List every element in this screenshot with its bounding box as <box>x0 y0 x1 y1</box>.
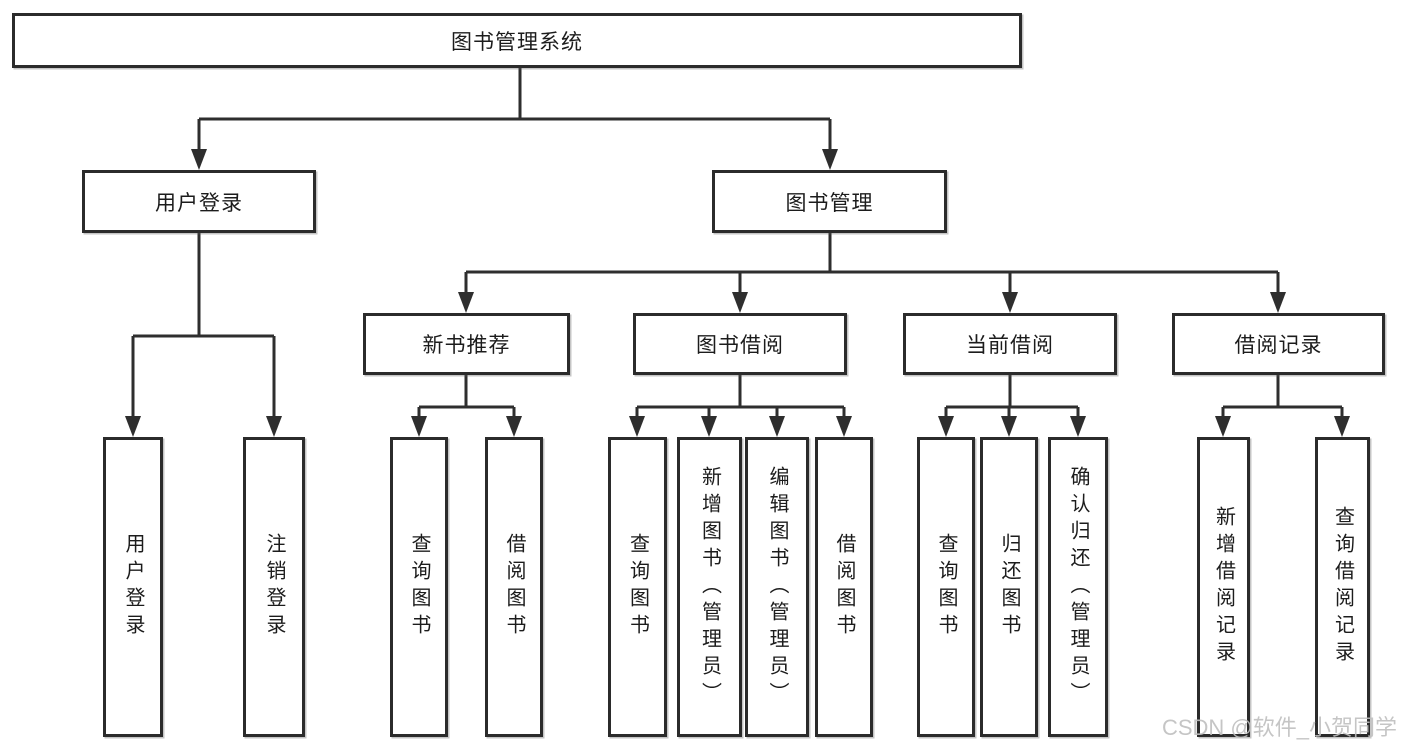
arrow-down-icon <box>629 416 645 437</box>
watermark: CSDN @软件_小贺同学 <box>1161 715 1397 740</box>
edges-root-to-level2 <box>191 68 838 170</box>
leaf-borrow-books-recommend: 借阅图书 <box>485 437 543 737</box>
leaf-query-books-borrow: 查询图书 <box>608 437 667 737</box>
edges-book-borrow-to-leaves <box>629 375 852 437</box>
edges-borrow-records-to-leaves <box>1215 375 1350 437</box>
leaf-logout: 注销登录 <box>243 437 305 737</box>
arrow-down-icon <box>1070 416 1086 437</box>
node-label: 当前借阅 <box>966 334 1054 357</box>
edges-book-management-to-level3 <box>458 233 1286 313</box>
node-borrow-records: 借阅记录 <box>1172 313 1385 375</box>
node-label: 查询借阅记录 <box>1331 506 1354 668</box>
arrow-down-icon <box>1270 292 1286 313</box>
arrow-down-icon <box>1001 416 1017 437</box>
node-label: 借阅图书 <box>503 533 525 641</box>
arrow-down-icon <box>769 416 785 437</box>
node-label: 编辑图书（管理员） <box>766 465 788 709</box>
leaf-edit-book-admin: 编辑图书（管理员） <box>745 437 809 737</box>
node-current-borrow: 当前借阅 <box>903 313 1117 375</box>
leaf-user-login: 用户登录 <box>103 437 163 737</box>
node-label: 图书借阅 <box>696 334 784 357</box>
arrow-down-icon <box>1002 292 1018 313</box>
edges-current-borrow-to-leaves <box>938 375 1086 437</box>
node-label: 新增图书（管理员） <box>698 465 721 709</box>
node-label: 图书管理 <box>785 191 874 215</box>
leaf-return-books: 归还图书 <box>980 437 1038 737</box>
arrow-down-icon <box>701 416 717 437</box>
leaf-borrow-books: 借阅图书 <box>815 437 873 737</box>
leaf-query-books-current: 查询图书 <box>917 437 975 737</box>
leaf-add-book-admin: 新增图书（管理员） <box>677 437 742 737</box>
arrow-down-icon <box>836 416 852 437</box>
leaf-add-borrow-record: 新增借阅记录 <box>1197 437 1250 737</box>
node-library-management-system: 图书管理系统 <box>12 13 1022 68</box>
node-label: 确认归还（管理员） <box>1067 465 1089 709</box>
edges-user-login-to-leaves <box>125 233 282 437</box>
arrow-down-icon <box>732 292 748 313</box>
node-label: 查询图书 <box>408 533 430 641</box>
edges-new-book-recommend-to-leaves <box>411 375 522 437</box>
node-label: 用户登录 <box>122 533 144 641</box>
arrow-down-icon <box>1334 416 1350 437</box>
node-book-management: 图书管理 <box>712 170 947 233</box>
node-label: 新书推荐 <box>422 334 511 357</box>
node-label: 新增借阅记录 <box>1212 506 1235 668</box>
node-label: 查询图书 <box>935 533 957 641</box>
node-label: 归还图书 <box>998 533 1020 641</box>
arrow-down-icon <box>506 416 522 437</box>
node-label: 查询图书 <box>626 533 649 641</box>
leaf-query-borrow-record: 查询借阅记录 <box>1315 437 1370 737</box>
arrow-down-icon <box>1215 416 1231 437</box>
arrow-down-icon <box>125 416 141 437</box>
arrow-down-icon <box>822 149 838 170</box>
arrow-down-icon <box>411 416 427 437</box>
leaf-query-books-recommend: 查询图书 <box>390 437 448 737</box>
arrow-down-icon <box>938 416 954 437</box>
node-label: 借阅记录 <box>1234 334 1323 357</box>
node-label: 用户登录 <box>155 191 243 215</box>
node-label: 借阅图书 <box>833 533 855 641</box>
arrow-down-icon <box>191 149 207 170</box>
arrow-down-icon <box>458 292 474 313</box>
node-label: 图书管理系统 <box>451 30 583 54</box>
node-new-book-recommend: 新书推荐 <box>363 313 570 375</box>
arrow-down-icon <box>266 416 282 437</box>
node-user-login: 用户登录 <box>82 170 316 233</box>
node-book-borrow: 图书借阅 <box>633 313 847 375</box>
node-label: 注销登录 <box>263 533 285 641</box>
leaf-confirm-return-admin: 确认归还（管理员） <box>1048 437 1108 737</box>
